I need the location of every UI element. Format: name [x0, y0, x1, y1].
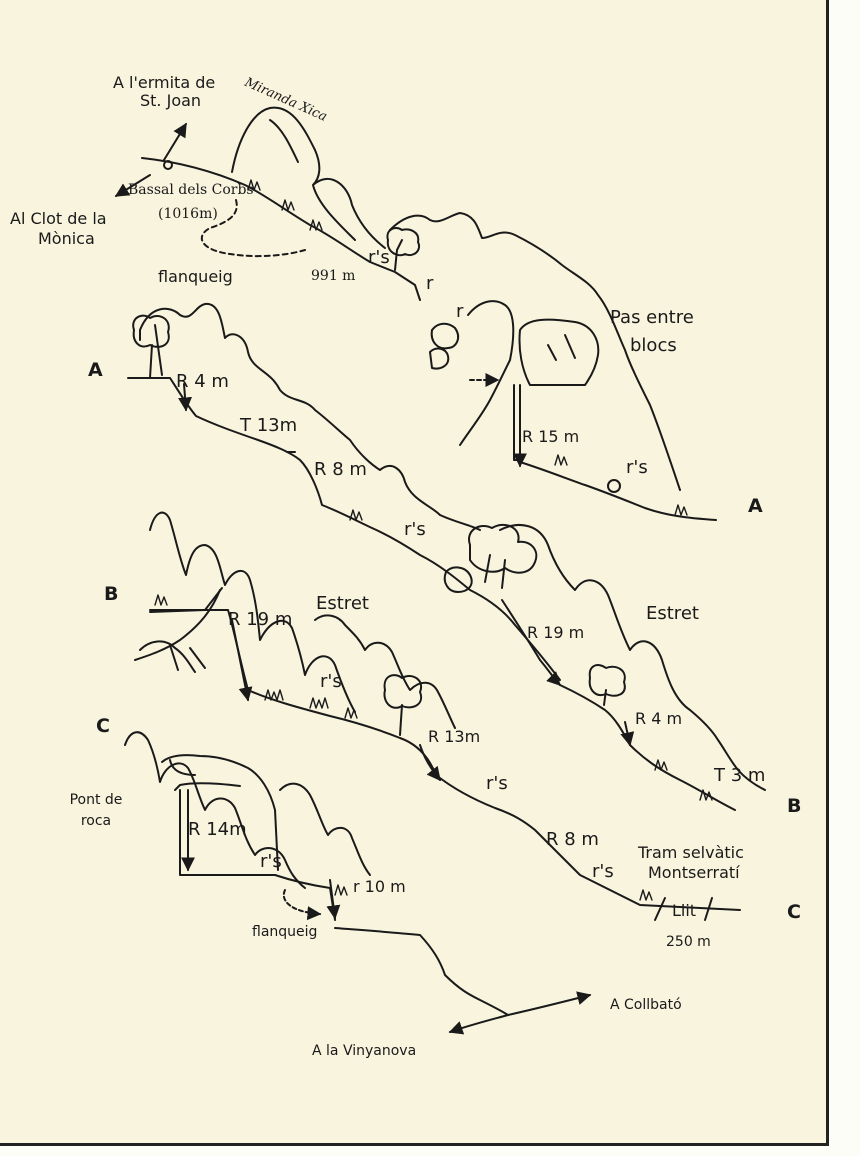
block-right — [518, 318, 600, 386]
label-rs-top: r's — [368, 247, 390, 268]
tree-a — [132, 314, 170, 379]
section-b — [134, 511, 766, 911]
label-r4-b: R 4 m — [635, 709, 683, 728]
tree-b-fallen — [134, 587, 223, 673]
label-vinyanova: A la Vinyanova — [312, 1043, 417, 1059]
label-r19-left: R 19 m — [228, 609, 293, 630]
label-r19-right: R 19 m — [527, 623, 585, 642]
label-r15: R 15 m — [522, 427, 580, 446]
label-rs-c-end: r's — [592, 861, 614, 882]
trail-c — [274, 874, 336, 921]
label-ermita-line2: St. Joan — [140, 91, 202, 110]
label-estret-left: Estret — [316, 593, 369, 614]
ridge-b-right — [499, 524, 766, 791]
label-bassal: Bassal dels Corbs — [128, 182, 254, 198]
tree-b-mid — [383, 674, 423, 736]
label-collbato: A Collbató — [610, 997, 682, 1013]
label-tram-line2: Montserratí — [648, 863, 740, 882]
label-r-1: r — [426, 273, 434, 294]
trail-top — [141, 157, 421, 301]
label-ermita-line1: A l'ermita de — [113, 73, 216, 92]
label-b-end: B — [787, 795, 802, 817]
label-pont-line1: Pont de — [69, 792, 123, 808]
label-a-end: A — [748, 495, 763, 517]
ridge-a — [139, 302, 481, 531]
label-pont-line2: roca — [80, 813, 112, 829]
label-pas-line1: Pas entre — [610, 307, 694, 328]
label-c-start: C — [96, 715, 110, 737]
page-margin-bottom — [0, 1146, 860, 1156]
grass-tufts — [154, 179, 713, 901]
label-llit: Llit — [672, 901, 697, 920]
label-rs-b-left: r's — [320, 671, 342, 692]
arrow-clot — [114, 174, 151, 197]
page-border-bottom — [0, 1143, 829, 1146]
label-r13: R 13m — [428, 727, 481, 746]
trail-a — [127, 377, 561, 681]
ridge-top — [389, 212, 681, 491]
flanqueig-loop — [200, 199, 306, 258]
label-bassal-alt: (1016m) — [158, 206, 218, 222]
label-tram-line1: Tram selvàtic — [638, 843, 744, 862]
page-margin-right — [829, 0, 860, 1156]
label-c-end: C — [787, 901, 801, 923]
label-r8-c: R 8 m — [546, 829, 599, 850]
label-clot-line2: Mònica — [38, 229, 95, 248]
label-t13: T 13m — [240, 415, 298, 436]
label-r8-a: R 8 m — [314, 459, 367, 480]
label-estret-right: Estret — [646, 603, 699, 624]
arrow-ermita — [163, 122, 187, 161]
section-a — [127, 302, 561, 681]
tree-cluster — [443, 523, 538, 593]
tree-top — [386, 227, 420, 271]
label-flanqueig-bottom: flanqueig — [252, 924, 318, 940]
label-clot-line1: Al Clot de la — [10, 209, 107, 228]
label-t3: T 3 m — [714, 765, 766, 786]
miranda-rock — [231, 106, 386, 249]
label-b-start: B — [104, 583, 119, 605]
label-rs-b-mid: r's — [486, 773, 508, 794]
label-rs-c: r's — [260, 851, 282, 872]
trail-b-right — [559, 684, 736, 811]
section-c — [124, 731, 713, 1035]
trail-c-exit — [334, 927, 509, 1016]
label-pas-line2: blocs — [630, 335, 677, 356]
trail-a-end — [519, 461, 717, 521]
label-r-2: r — [456, 301, 464, 322]
label-flanqueig-top: flanqueig — [158, 267, 233, 286]
label-alt-250: 250 m — [666, 934, 711, 950]
label-rs-a-end: r's — [626, 457, 648, 478]
tree-b-right — [588, 664, 626, 706]
top-section — [114, 106, 717, 521]
ridge-b — [149, 511, 356, 713]
label-r14: R 14m — [188, 819, 247, 840]
label-r10: r 10 m — [353, 877, 406, 896]
label-rs-a-mid: r's — [404, 519, 426, 540]
page-border-right — [826, 0, 829, 1146]
label-alt-991: 991 m — [311, 268, 356, 284]
block-left — [459, 300, 515, 446]
label-a-start: A — [88, 359, 103, 381]
label-r4-a: R 4 m — [176, 371, 229, 392]
rock-bridge — [161, 754, 279, 871]
